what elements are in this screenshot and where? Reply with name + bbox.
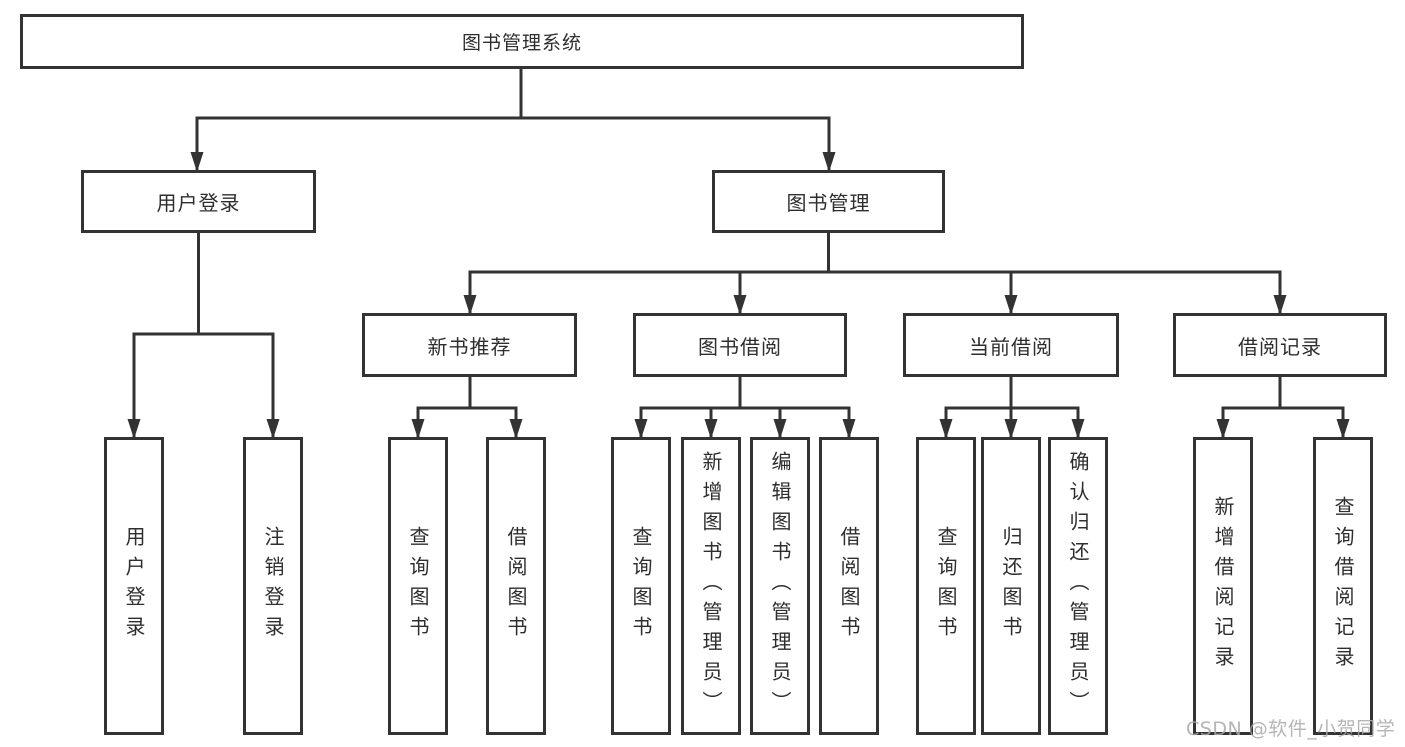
- leaf-confirm-return-admin-label: 确认归还（管理员）: [1066, 451, 1090, 721]
- leaf-add-borrow-record-label: 新增借阅记录: [1211, 496, 1235, 676]
- leaf-query-books-borrow: 查询图书: [611, 437, 671, 735]
- leaf-query-books-recommend: 查询图书: [388, 437, 448, 735]
- leaf-edit-book-admin: 编辑图书（管理员）: [750, 437, 810, 735]
- leaf-borrow-books-recommend: 借阅图书: [486, 437, 546, 735]
- watermark: CSDN @软件_小贺同学: [1186, 718, 1396, 740]
- leaf-borrow-books-label: 借阅图书: [837, 526, 861, 646]
- leaf-query-books-borrow-label: 查询图书: [629, 526, 653, 646]
- leaf-confirm-return-admin: 确认归还（管理员）: [1048, 437, 1108, 735]
- leaf-borrow-books: 借阅图书: [819, 437, 879, 735]
- leaf-query-books-current-label: 查询图书: [934, 526, 958, 646]
- leaf-add-book-admin-label: 新增图书（管理员）: [699, 451, 723, 721]
- node-user-login: 用户登录: [81, 170, 316, 233]
- leaf-logout-login: 注销登录: [243, 437, 303, 735]
- node-borrow-records: 借阅记录: [1173, 313, 1387, 377]
- leaf-query-borrow-record-label: 查询借阅记录: [1331, 496, 1355, 676]
- node-book-borrow: 图书借阅: [633, 313, 847, 377]
- leaf-query-books-current: 查询图书: [916, 437, 976, 735]
- leaf-add-book-admin: 新增图书（管理员）: [681, 437, 741, 735]
- node-new-book-recommend: 新书推荐: [362, 313, 577, 377]
- leaf-user-login-label: 用户登录: [122, 526, 146, 646]
- leaf-logout-login-label: 注销登录: [261, 526, 285, 646]
- leaf-return-books: 归还图书: [981, 437, 1041, 735]
- leaf-user-login: 用户登录: [104, 437, 164, 735]
- leaf-edit-book-admin-label: 编辑图书（管理员）: [768, 451, 792, 721]
- leaf-add-borrow-record: 新增借阅记录: [1193, 437, 1253, 735]
- leaf-query-books-recommend-label: 查询图书: [406, 526, 430, 646]
- leaf-return-books-label: 归还图书: [999, 526, 1023, 646]
- leaf-borrow-books-recommend-label: 借阅图书: [504, 526, 528, 646]
- node-book-management: 图书管理: [712, 170, 945, 233]
- node-root-library-system: 图书管理系统: [20, 14, 1024, 69]
- node-current-borrow: 当前借阅: [903, 313, 1119, 377]
- leaf-query-borrow-record: 查询借阅记录: [1313, 437, 1373, 735]
